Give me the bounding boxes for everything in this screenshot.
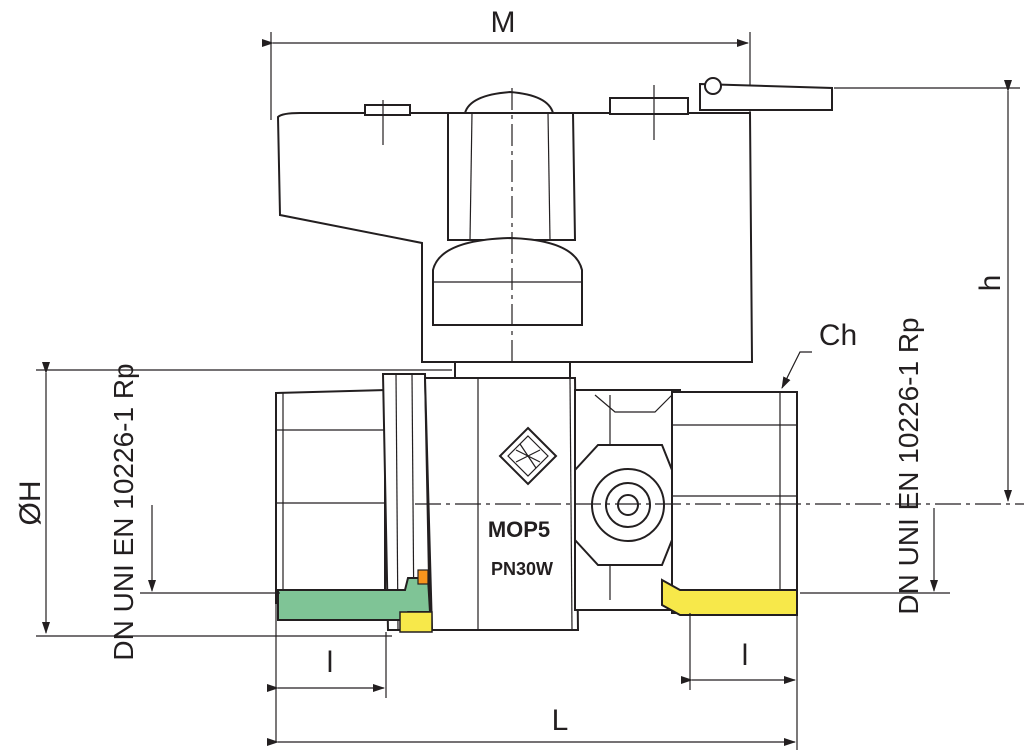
label-M: M <box>491 6 516 39</box>
label-h: h <box>974 275 1007 292</box>
left-seal <box>277 569 433 633</box>
label-l-left: l <box>327 646 334 679</box>
label-thread-std-left: DN UNI EN 10226-1 Rp <box>108 363 139 660</box>
dimension-M: M <box>262 6 751 120</box>
dimension-H: ØH <box>14 362 452 637</box>
marking-mop: MOP5 <box>488 517 550 542</box>
chamfer-callout: Ch <box>781 319 857 389</box>
label-L: L <box>552 704 569 737</box>
marking-pn: PN30W <box>491 559 553 579</box>
label-Ch: Ch <box>819 319 857 352</box>
label-H: ØH <box>14 481 47 526</box>
lever-handle <box>276 77 833 363</box>
dimension-h: h <box>834 80 1020 502</box>
dimension-l-left: l <box>267 603 387 742</box>
side-port <box>574 444 673 566</box>
dimension-L: L <box>267 613 798 750</box>
right-thread-indicator <box>800 508 950 594</box>
body-marking: MOP5 PN30W <box>488 517 553 579</box>
dimension-l-right: l <box>681 613 796 690</box>
manufacturer-logo <box>498 426 558 486</box>
label-thread-std-right: DN UNI EN 10226-1 Rp <box>893 317 924 614</box>
label-l-right: l <box>742 639 749 672</box>
left-thread-indicator <box>140 505 280 594</box>
